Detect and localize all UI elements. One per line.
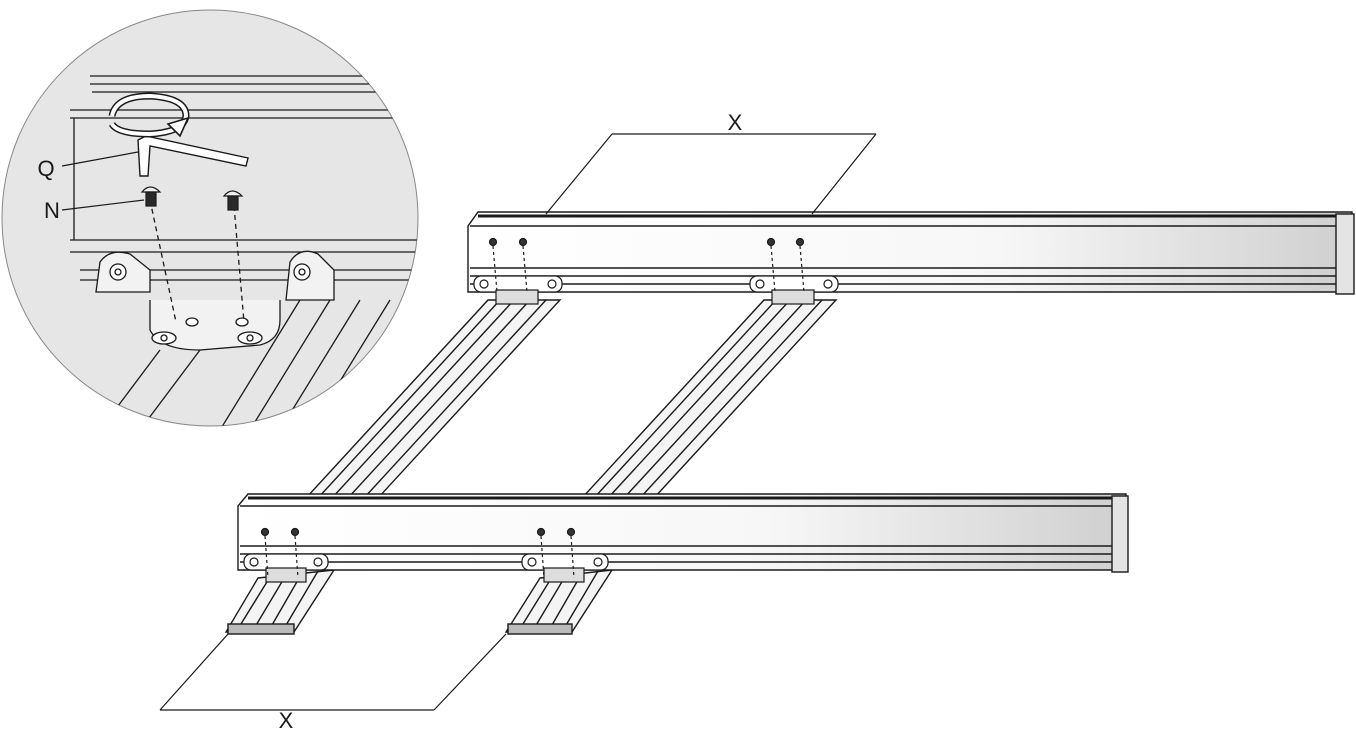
screw-icon: [488, 237, 498, 293]
cross-rail-2: [580, 299, 838, 499]
bolt-icon: [222, 190, 244, 211]
cross-rails: [224, 299, 838, 635]
screws-front: [260, 527, 576, 579]
allen-key-icon: [137, 135, 249, 177]
screw-icon: [766, 237, 776, 293]
rotate-arrow-icon: [108, 92, 190, 138]
dimension-bottom: [159, 633, 507, 711]
bracket-2: [749, 275, 839, 305]
screw-icon: [566, 527, 576, 579]
screws-back: [488, 237, 805, 293]
main-rail-front: [237, 493, 1129, 573]
brackets-back: [473, 275, 839, 305]
screw-icon: [290, 527, 300, 579]
detail-view: [1, 9, 419, 427]
dimension-top-label: X: [728, 110, 743, 135]
cross-rail-stub-2: [504, 569, 614, 635]
dimension-top: [545, 133, 877, 215]
screw-icon: [536, 527, 546, 579]
bracket-1: [473, 275, 563, 305]
screw-icon: [260, 527, 270, 579]
main-rail-back: [467, 211, 1355, 295]
part-n-label: N: [44, 198, 60, 223]
bolt-icon: [140, 186, 162, 207]
cross-rail-stub-1: [224, 569, 336, 635]
dimension-bottom-label: X: [279, 708, 294, 730]
screw-icon: [795, 237, 805, 293]
bracket-3: [243, 553, 329, 583]
part-q-label: Q: [37, 156, 54, 181]
screw-icon: [518, 237, 528, 293]
